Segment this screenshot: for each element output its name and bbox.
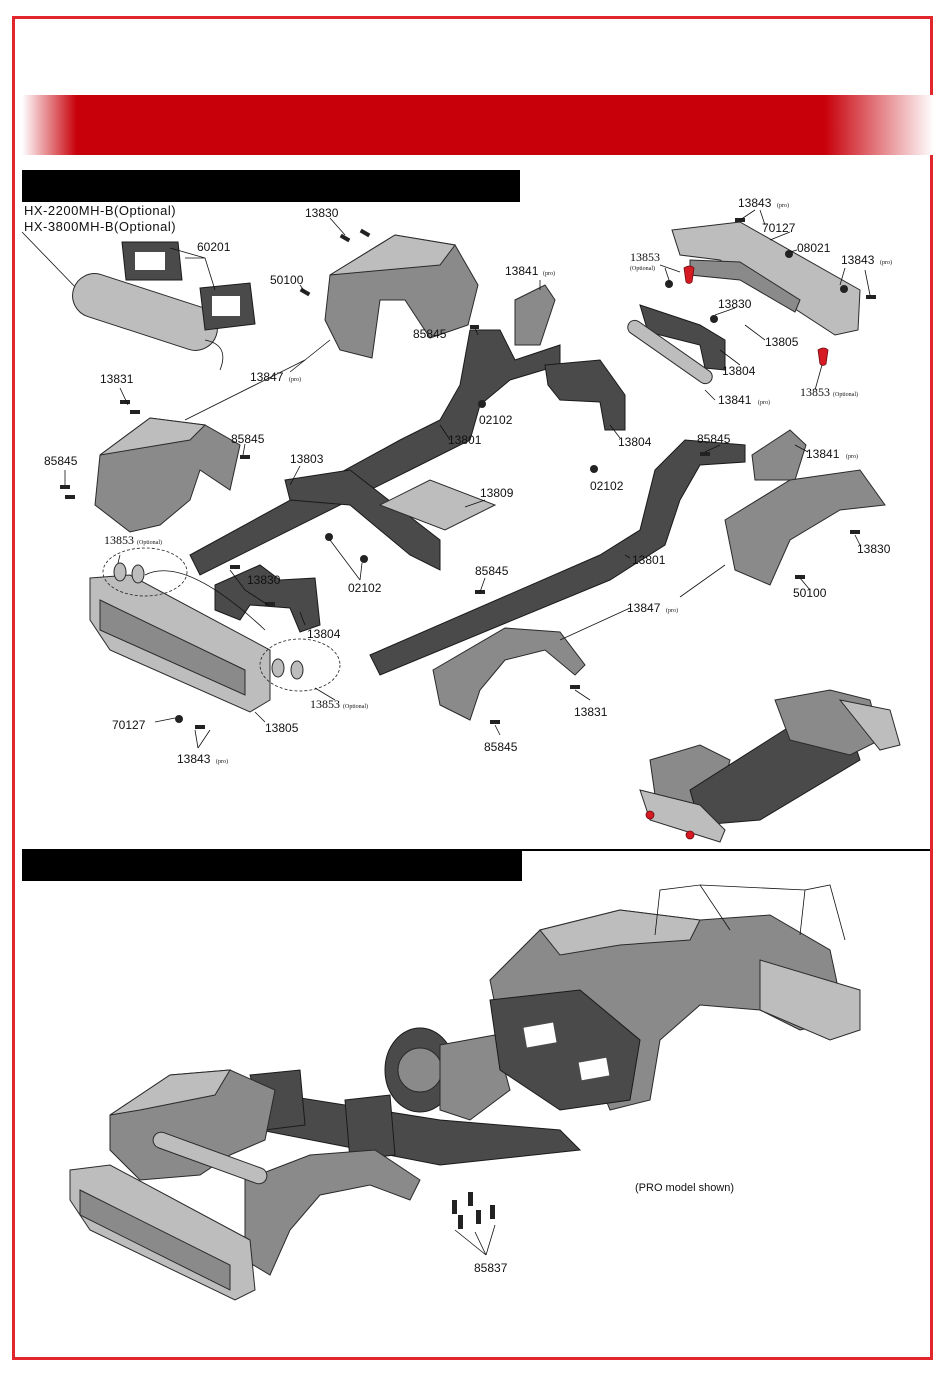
optional-parts-circle-front: [102, 547, 188, 597]
screws-85837: [452, 1192, 495, 1229]
label-13809: 13809: [480, 486, 514, 500]
header-banner: [22, 95, 934, 155]
optional-parts-circle-rear: [259, 638, 341, 692]
battery-label-1: HX-2200MH-B(Optional): [24, 203, 176, 218]
label-60201: 60201: [197, 240, 231, 254]
page-frame: [12, 16, 933, 1360]
label-13801-upper: 13801: [448, 433, 482, 447]
label-85845-bottom: 85845: [484, 740, 518, 754]
label-13801-lower: 13801: [632, 553, 666, 567]
battery-label-2: HX-3800MH-B(Optional): [24, 219, 176, 234]
suffix-13843-top: (pro): [777, 202, 789, 209]
label-13843-front: 13843: [177, 752, 211, 766]
suffix-13841-top: (pro): [543, 270, 555, 277]
label-13804-rear: 13804: [722, 364, 756, 378]
label-leaders: [64, 209, 871, 749]
suffix-13853-front: (Optional): [137, 539, 162, 546]
bumper-mount: [284, 469, 441, 571]
label-13843-right: 13843: [841, 253, 875, 267]
crossmember-front: [214, 564, 321, 633]
label-85845-mid: 85845: [231, 432, 265, 446]
label-02102-lower: 02102: [348, 581, 382, 595]
suffix-13847-left: (pro): [289, 376, 301, 383]
label-85845-lower: 85845: [475, 564, 509, 578]
label-13805-front: 13805: [265, 721, 299, 735]
front-inner-fender-right: [324, 234, 479, 359]
assembled-chassis: [69, 884, 861, 1301]
suffix-13841-right: (pro): [846, 453, 858, 460]
label-85837: 85837: [474, 1261, 508, 1275]
suffix-13853-top: (Optional): [630, 265, 655, 272]
label-13853-front: 13853: [104, 533, 134, 547]
battery-pack: [21, 231, 224, 371]
label-13831-left: 13831: [100, 372, 134, 386]
label-13843-top: 13843: [738, 196, 772, 210]
label-50100-right: 50100: [793, 586, 827, 600]
suffix-13841-center: (pro): [758, 399, 770, 406]
label-13841-right: 13841: [806, 447, 840, 461]
rear-inner-fender-right: [724, 469, 886, 586]
label-13803: 13803: [290, 452, 324, 466]
label-13841-top: 13841: [505, 264, 539, 278]
label-13853-right: 13853: [800, 385, 830, 399]
shock-tower-rear-lower: [751, 429, 807, 481]
label-13830-right: 13830: [857, 542, 891, 556]
suffix-13843-right: (pro): [880, 259, 892, 266]
chassis-rail-lower: [369, 439, 746, 676]
front-bumper: [89, 570, 271, 713]
part-labels-exploded: HX-2200MH-B(Optional) HX-3800MH-B(Option…: [24, 196, 892, 766]
label-13847-left: 13847: [250, 370, 284, 384]
label-13831-right: 13831: [574, 705, 608, 719]
rear-link: [627, 319, 713, 385]
suffix-13853-right: (Optional): [833, 391, 858, 398]
shock-tower-rear-upper: [514, 284, 556, 346]
red-optional-shackles: [683, 265, 829, 366]
leader-85837: [454, 1224, 496, 1256]
label-50100-left: 50100: [270, 273, 304, 287]
label-02102-upper: 02102: [479, 413, 513, 427]
suffix-13843-front: (pro): [216, 758, 228, 765]
pro-model-note: (PRO model shown): [635, 1182, 734, 1194]
section-bar-chassis-assembled: [22, 849, 522, 881]
label-13841-center: 13841: [718, 393, 752, 407]
rear-bumper: [671, 221, 861, 336]
assembled-thumbnail: [639, 689, 901, 843]
label-13853-rear: 13853: [310, 697, 340, 711]
battery-holders: [121, 241, 256, 331]
label-13830-rear: 13830: [718, 297, 752, 311]
label-08021: 08021: [797, 241, 831, 255]
suffix-13847-right: (pro): [666, 607, 678, 614]
label-13830-top: 13830: [305, 206, 339, 220]
label-13804-front: 13804: [307, 627, 341, 641]
section-rule: [522, 849, 930, 851]
label-85845-right: 85845: [697, 432, 731, 446]
chassis-rail-upper: [189, 329, 561, 576]
label-13805-rear: 13805: [765, 335, 799, 349]
label-70127-front: 70127: [112, 718, 146, 732]
label-70127-top: 70127: [762, 221, 796, 235]
front-inner-fender-left: [94, 417, 241, 533]
label-13847-right: 13847: [627, 601, 661, 615]
label-13853-top: 13853: [630, 250, 660, 264]
suffix-13853-rear: (Optional): [343, 703, 368, 710]
rear-inner-fender-left: [432, 627, 586, 721]
label-02102-right: 02102: [590, 479, 624, 493]
crossmember-center: [544, 359, 626, 431]
skid-plate: [378, 479, 497, 531]
optional-shackles: [113, 562, 304, 680]
section-bar-chassis-exploded: [22, 170, 520, 202]
label-13804-center: 13804: [618, 435, 652, 449]
label-13830-front: 13830: [247, 573, 281, 587]
label-85845-left: 85845: [44, 454, 78, 468]
label-85845-top: 85845: [413, 327, 447, 341]
